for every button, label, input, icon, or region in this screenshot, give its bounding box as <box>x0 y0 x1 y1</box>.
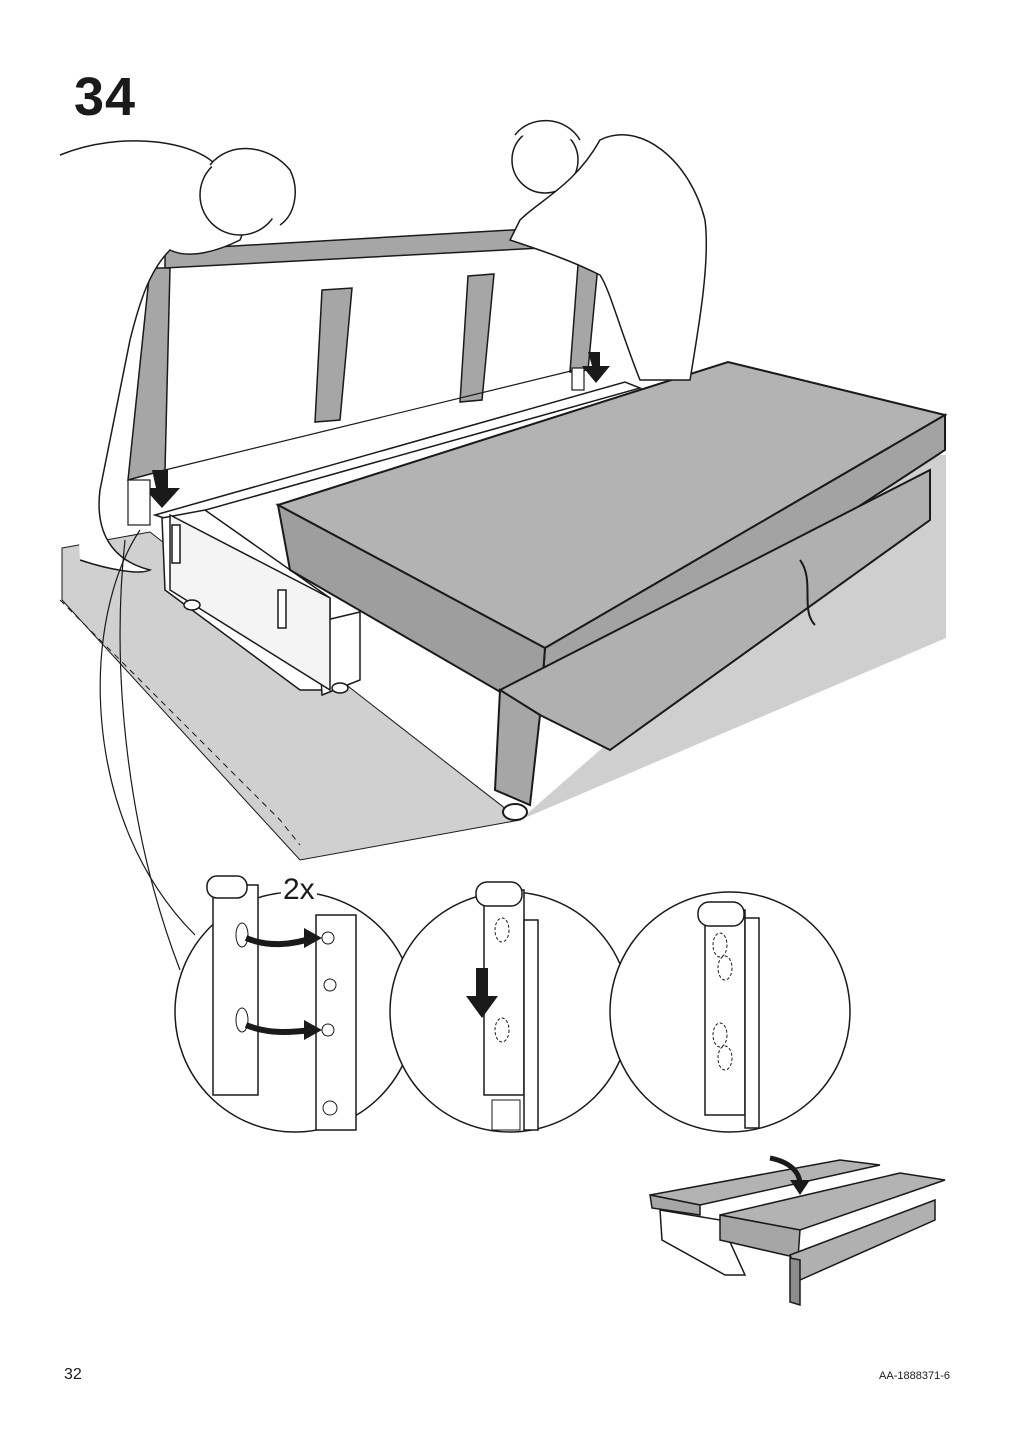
down-arrow-icon <box>144 470 180 508</box>
person-right <box>508 119 708 381</box>
document-code: AA-1888371-6 <box>879 1370 950 1382</box>
detail-circle-3 <box>609 891 851 1133</box>
right-arrow-icon <box>244 1020 322 1040</box>
detail-circle-1 <box>174 875 416 1133</box>
backrest-frame <box>127 224 599 482</box>
person-left <box>59 140 296 573</box>
callout-leader <box>99 529 196 936</box>
right-arrow-icon <box>244 928 322 948</box>
page-number: 32 <box>64 1366 82 1383</box>
sofa-bed-thumbnail <box>649 1155 946 1307</box>
down-arrow-icon <box>466 968 498 1018</box>
wall-bracket-small <box>127 367 585 526</box>
step-number: 34 <box>74 67 137 127</box>
down-arrow-icon <box>582 352 610 383</box>
seat-cushion <box>275 360 948 821</box>
quantity-label: 2x <box>281 873 317 907</box>
detail-circle-2 <box>389 881 631 1133</box>
sofa-base <box>152 381 643 697</box>
